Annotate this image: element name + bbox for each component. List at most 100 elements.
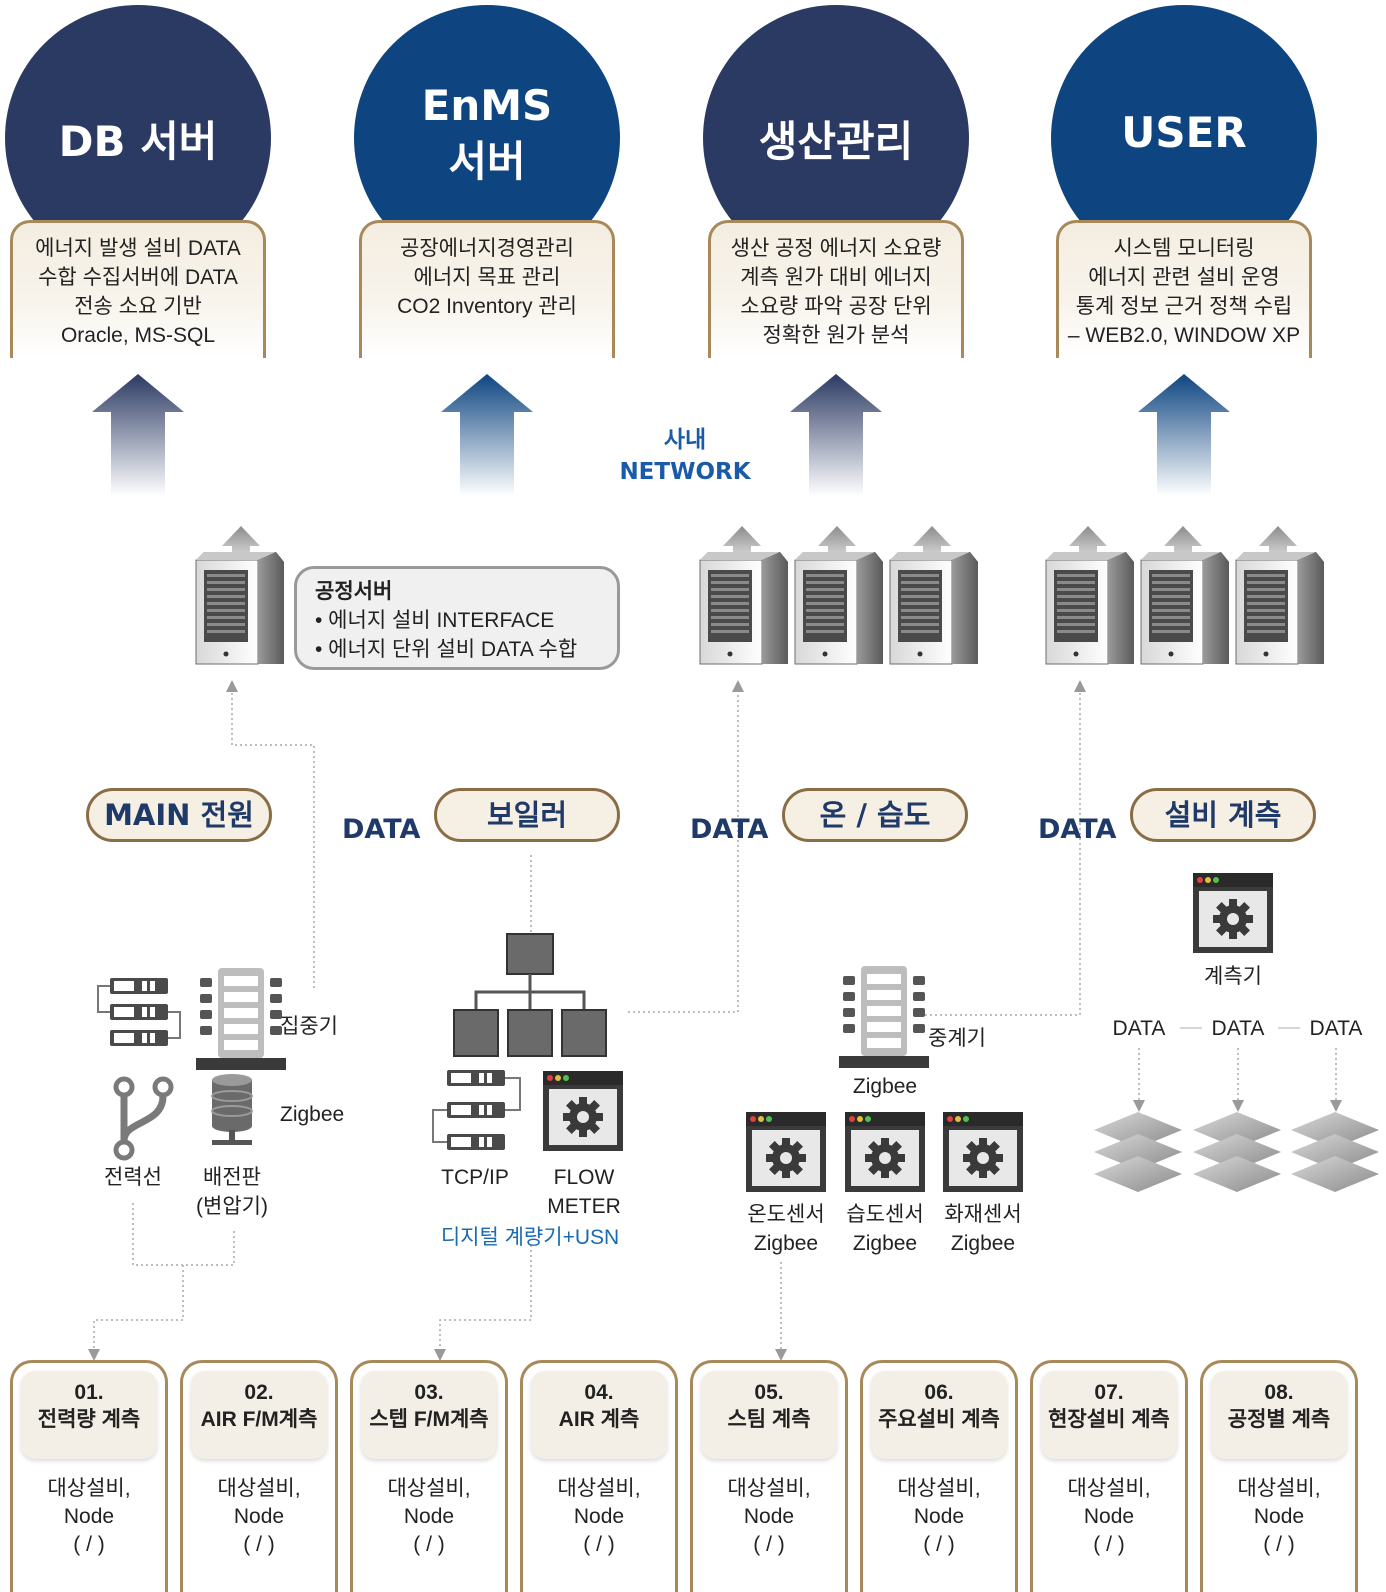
user-card: 시스템 모니터링 에너지 관련 설비 운영 통계 정보 근거 정책 수립 – W…	[1056, 220, 1312, 358]
measure-node-header: 02. AIR F/M계측	[191, 1371, 327, 1459]
category-equipment: 설비 계측	[1130, 788, 1316, 842]
measure-node-body: 대상설비, Node ( / )	[863, 1475, 1015, 1559]
measure-node-name: AIR 계측	[558, 1408, 640, 1431]
node-body-line2: Node	[1083, 1505, 1135, 1528]
concentrator-icon	[196, 968, 286, 1070]
category-main-power: MAIN 전원	[86, 788, 272, 842]
node-body-line1: 대상설비,	[387, 1477, 471, 1500]
flow-meter-label: FLOW METER	[536, 1163, 632, 1221]
server-icon	[1140, 551, 1230, 665]
data-label-temp: DATA	[690, 814, 769, 845]
measure-node-05: 05. 스팀 계측 대상설비, Node ( / )	[690, 1360, 848, 1592]
measure-node-body: 대상설비, Node ( / )	[183, 1475, 335, 1559]
server-icon	[699, 551, 789, 665]
card-line: 수합 수집서버에 DATA	[38, 266, 238, 289]
node-body-line1: 대상설비,	[727, 1477, 811, 1500]
node-body-line1: 대상설비,	[897, 1477, 981, 1500]
measure-node-08: 08. 공정별 계측 대상설비, Node ( / )	[1200, 1360, 1358, 1592]
node-body-line3: ( / )	[583, 1533, 615, 1556]
measure-node-name: AIR F/M계측	[200, 1408, 318, 1431]
production-circle	[703, 5, 969, 271]
repeater-label: 중계기	[928, 1027, 986, 1050]
panel-label: 배전판 (변압기)	[184, 1163, 280, 1221]
measure-node-03: 03. 스텝 F/M계측 대상설비, Node ( / )	[350, 1360, 508, 1592]
card-line: – WEB2.0, WINDOW XP	[1067, 324, 1301, 347]
measure-node-num: 08.	[1264, 1381, 1294, 1404]
concentrator-label: 집중기	[280, 1015, 338, 1038]
db-server-title: DB 서버	[58, 117, 218, 166]
up-arrow-db	[92, 374, 184, 496]
up-arrow-enms	[441, 374, 533, 496]
fire-sensor-name: 화재센서	[944, 1203, 1022, 1226]
zigbee-label: Zigbee	[280, 1103, 345, 1126]
measure-node-04: 04. AIR 계측 대상설비, Node ( / )	[520, 1360, 678, 1592]
node-body-line3: ( / )	[1093, 1533, 1125, 1556]
enms-server-card: 공장에너지경영관리 에너지 목표 관리 CO2 Inventory 관리	[359, 220, 615, 358]
measure-node-num: 03.	[414, 1381, 444, 1404]
temp-sensor-zigbee: Zigbee	[753, 1232, 819, 1255]
server-icon	[889, 551, 979, 665]
layers-icon	[1094, 1112, 1182, 1192]
measure-node-body: 대상설비, Node ( / )	[1203, 1475, 1355, 1559]
category-boiler: 보일러	[434, 788, 620, 842]
production-card: 생산 공정 에너지 소요량 계측 원가 대비 에너지 소요량 파악 공장 단위 …	[708, 220, 964, 358]
fire-sensor-zigbee: Zigbee	[950, 1232, 1016, 1255]
node-body-line1: 대상설비,	[1067, 1477, 1151, 1500]
measure-node-02: 02. AIR F/M계측 대상설비, Node ( / )	[180, 1360, 338, 1592]
data-flow-label: DATA	[1112, 1017, 1166, 1040]
measure-node-body: 대상설비, Node ( / )	[1033, 1475, 1185, 1559]
card-line: 시스템 모니터링	[1113, 237, 1255, 260]
enms-server-circle	[354, 5, 620, 271]
card-line: 생산 공정 에너지 소요량	[730, 237, 942, 260]
fire-sensor-icon	[943, 1112, 1023, 1192]
network-label: 사내 NETWORK	[590, 424, 780, 488]
humidity-sensor-name: 습도센서	[846, 1203, 924, 1226]
node-body-line3: ( / )	[243, 1533, 275, 1556]
measure-node-name: 현장설비 계측	[1048, 1408, 1170, 1431]
node-body-line2: Node	[913, 1505, 965, 1528]
node-body-line3: ( / )	[1263, 1533, 1295, 1556]
node-body-line3: ( / )	[923, 1533, 955, 1556]
user-title: USER	[1121, 108, 1247, 157]
layers-icon	[1193, 1112, 1281, 1192]
card-line: 통계 정보 근거 정책 수립	[1075, 295, 1293, 318]
server-icon	[195, 551, 285, 665]
node-body-line2: Node	[743, 1505, 795, 1528]
user-circle	[1051, 5, 1317, 271]
card-line: 에너지 관련 설비 운영	[1088, 266, 1280, 289]
node-body-line3: ( / )	[73, 1533, 105, 1556]
card-line: 계측 원가 대비 에너지	[740, 266, 932, 289]
node-body-line2: Node	[1253, 1505, 1305, 1528]
measure-node-name: 전력량 계측	[37, 1408, 141, 1431]
measure-node-header: 01. 전력량 계측	[21, 1371, 157, 1459]
card-line: 전송 소요 기반	[74, 295, 202, 318]
card-line: 에너지 발생 설비 DATA	[35, 237, 241, 260]
temp-sensor-label: 온도센서 Zigbee	[736, 1200, 836, 1258]
flow-meter-icon	[543, 1071, 623, 1151]
measure-node-header: 04. AIR 계측	[531, 1371, 667, 1459]
database-icon	[211, 1074, 253, 1145]
up-arrow-production	[790, 374, 882, 496]
enms-title-line1: EnMS	[421, 81, 553, 130]
node-body-line2: Node	[233, 1505, 285, 1528]
process-server-title: 공정서버	[315, 580, 393, 603]
card-line: 정확한 원가 분석	[762, 324, 910, 347]
production-title: 생산관리	[758, 117, 914, 166]
card-line: 공장에너지경영관리	[400, 237, 574, 260]
process-server-box: 공정서버 • 에너지 설비 INTERFACE • 에너지 단위 설비 DATA…	[294, 566, 620, 670]
server-icon	[794, 551, 884, 665]
node-body-line1: 대상설비,	[557, 1477, 641, 1500]
server-icon	[1235, 551, 1325, 665]
measure-node-name: 스팀 계측	[727, 1408, 811, 1431]
measure-node-num: 01.	[74, 1381, 104, 1404]
enms-server-title: EnMS 서버	[387, 78, 587, 190]
measure-node-body: 대상설비, Node ( / )	[13, 1475, 165, 1559]
server-icon	[1045, 551, 1135, 665]
temp-sensor-icon	[746, 1112, 826, 1192]
measure-node-header: 03. 스텝 F/M계측	[361, 1371, 497, 1459]
network-tree-icon	[453, 933, 607, 1057]
flow-meter-label-line2: METER	[547, 1195, 621, 1218]
card-line: 에너지 목표 관리	[413, 266, 561, 289]
measure-node-header: 06. 주요설비 계측	[871, 1371, 1007, 1459]
up-arrow-user	[1138, 374, 1230, 496]
